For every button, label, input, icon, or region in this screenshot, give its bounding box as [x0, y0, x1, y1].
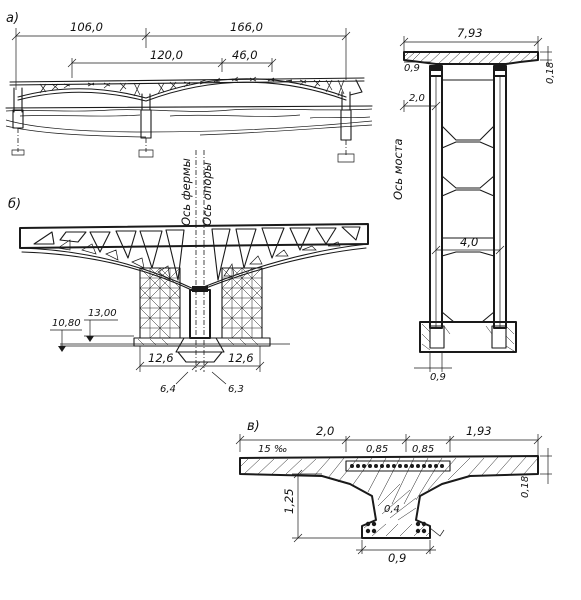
deck-right-dim: 1,93 [466, 424, 492, 438]
panel-cross-section: 7,93 0,9 0,18 2,0 Ось моста [391, 26, 556, 383]
panel-c-letter: в) [247, 419, 260, 434]
elevation-top-dimension: 106,0 166,0 [11, 20, 351, 90]
cs-axis-label: Ось моста [391, 138, 405, 200]
base-left-label: 6,4 [160, 384, 176, 395]
prestress-ducts [345, 460, 451, 534]
base-right-label: 6,3 [228, 384, 244, 395]
cs-web-spacing-label: 4,0 [460, 235, 478, 249]
deck-mid-left-dim: 0,85 [366, 444, 388, 455]
truss-web-openings [33, 226, 361, 281]
span-left-label: 106,0 [70, 20, 103, 34]
deck-height-label: 1,25 [282, 488, 296, 514]
panel-right-label: 12,6 [228, 351, 254, 365]
elevation-marks: 10,80 13,00 [50, 308, 134, 352]
truss-axis-label: Ось фермы [179, 158, 193, 226]
deck-slab-thickness-label: 0,18 [520, 476, 531, 498]
cs-thickness-label: 0,18 [545, 62, 556, 84]
panel-b-truss: б) Ось фермы Ось опоры [8, 150, 369, 395]
elevation-piers [11, 109, 355, 163]
cs-offset-label: 2,0 [409, 93, 425, 104]
elevation-water-ground [5, 105, 373, 138]
deck-slope-label: 15 ‰ [258, 444, 287, 455]
span-right-label: 166,0 [230, 20, 263, 34]
panel-a-elevation: а) 106,0 166,0 120,0 46,0 [5, 11, 373, 163]
panel-b-letter: б) [8, 197, 21, 212]
cs-width-label: 7,93 [457, 26, 483, 40]
span-sub-label: 46,0 [232, 48, 258, 62]
span-mid-label: 120,0 [150, 48, 183, 62]
support-axis-label: Ось опоры [200, 162, 214, 226]
panel-c-deck: в) 2,0 0,85 0,85 1,93 15 ‰ [235, 419, 552, 565]
elevation-mid-dimension: 120,0 46,0 [67, 48, 277, 78]
panel-left-label: 12,6 [148, 351, 174, 365]
level-low-label: 10,80 [52, 318, 81, 329]
level-high-label: 13,00 [88, 308, 117, 319]
cs-flange-label: 0,9 [404, 63, 420, 74]
cs-foot-label: 0,9 [430, 372, 446, 383]
elevation-truss [9, 76, 365, 113]
deck-web-thickness-label: 0,4 [384, 504, 400, 515]
scaffold-towers [139, 267, 263, 339]
deck-left-dim: 2,0 [316, 424, 334, 438]
support-column [175, 286, 225, 363]
deck-mid-right-dim: 0,85 [412, 444, 434, 455]
deck-bottom-width-label: 0,9 [388, 551, 406, 565]
panel-a-letter: а) [6, 11, 19, 26]
